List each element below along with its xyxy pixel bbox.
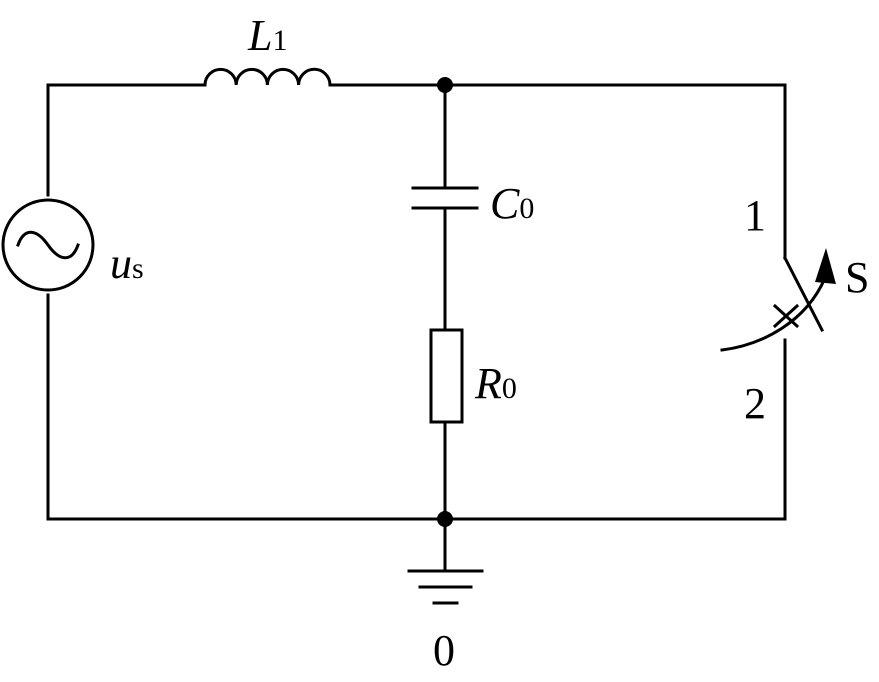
wire-top-right [328, 83, 787, 260]
capacitor-label: C0 [490, 179, 534, 228]
ground-node-label: 0 [433, 626, 455, 675]
junction-bottom [437, 511, 453, 527]
ground-icon [407, 569, 484, 605]
inductor-label: L1 [247, 11, 287, 60]
resistor-label: R0 [474, 359, 517, 408]
switch-label: S [845, 253, 869, 302]
source-label: us [110, 239, 144, 288]
junction-top [437, 77, 453, 93]
wire-left-top [46, 83, 207, 197]
switch-position-2: 2 [744, 379, 766, 428]
wire-left-bottom [46, 293, 787, 521]
resistor-icon [429, 328, 464, 424]
wires [46, 83, 787, 573]
inductor-icon [203, 67, 332, 87]
switch-icon [720, 248, 836, 352]
capacitor-icon [411, 186, 479, 210]
ac-source-icon [1, 198, 95, 292]
switch-position-1: 1 [744, 191, 766, 240]
